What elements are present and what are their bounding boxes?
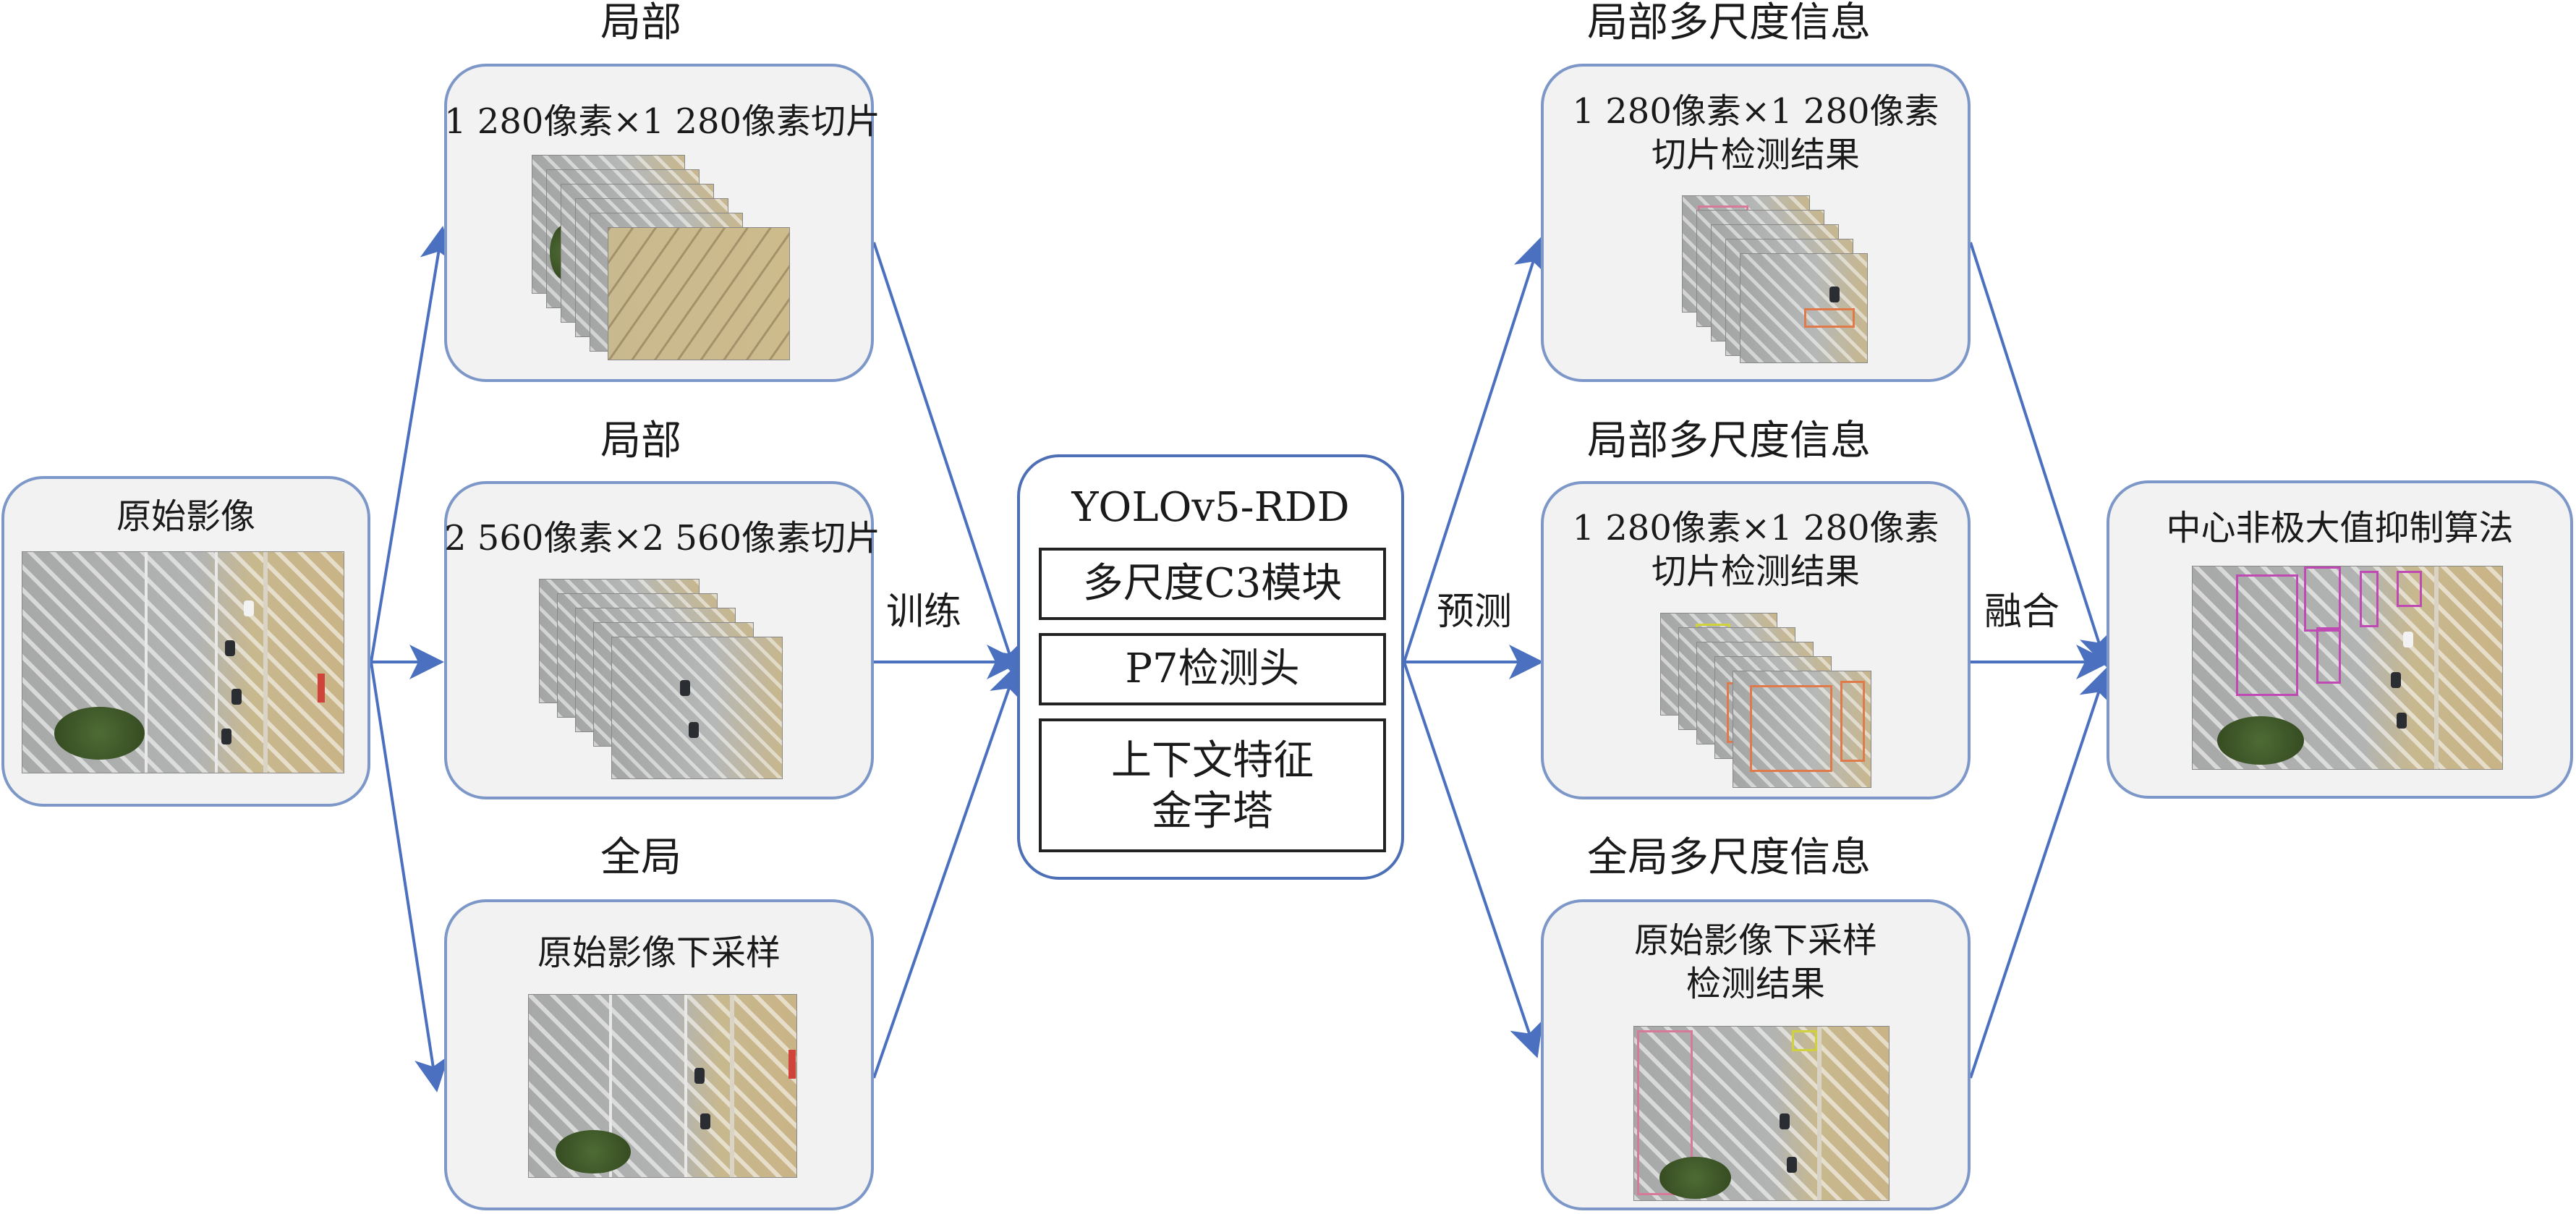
edge-label-fuse: 融合 xyxy=(1984,590,2060,634)
edge-label-predict: 预测 xyxy=(1437,590,1513,634)
original-image-thumbnail xyxy=(22,551,344,773)
slice-thumbnail xyxy=(608,227,790,360)
result-global-header: 全局多尺度信息 xyxy=(1587,834,1871,881)
module-p7-head: P7检测头 xyxy=(1039,633,1386,705)
global-downsample-thumbnail xyxy=(528,994,797,1178)
edge-label-train: 训练 xyxy=(886,590,962,634)
model-title: YOLOv5-RDD xyxy=(1071,484,1350,531)
module-multiscale-c3: 多尺度C3模块 xyxy=(1039,548,1386,620)
arrow-original-to-local1280 xyxy=(370,226,455,663)
slice-thumbnail xyxy=(611,637,783,779)
global-caption: 原始影像下采样 xyxy=(537,933,781,973)
original-image-caption: 原始影像 xyxy=(116,496,255,537)
arrow-model-to-result3 xyxy=(1403,661,1543,1058)
module-context-feature-pyramid: 上下文特征 金字塔 xyxy=(1039,718,1386,852)
result-local-1-header: 局部多尺度信息 xyxy=(1587,0,1871,46)
local-1280-caption: 1 280像素×1 280像素切片 xyxy=(444,101,881,142)
result-local-1-caption: 1 280像素×1 280像素 切片检测结果 xyxy=(1572,91,1939,175)
arrow-result1-to-nms xyxy=(1969,242,2113,668)
local-2560-header: 局部 xyxy=(600,417,681,464)
arrow-original-to-global xyxy=(370,661,449,1092)
arrow-local1280-to-model xyxy=(872,242,1024,679)
result-local-2-caption: 1 280像素×1 280像素 切片检测结果 xyxy=(1572,508,1939,592)
result-global-thumbnail xyxy=(1633,1026,1890,1201)
arrow-result3-to-nms xyxy=(1969,667,2113,1079)
center-nms-caption: 中心非极大值抑制算法 xyxy=(2166,508,2514,548)
arrow-global-to-model xyxy=(872,663,1023,1079)
detection-slice xyxy=(1740,253,1868,363)
arrow-model-to-result1 xyxy=(1403,237,1547,663)
result-local-2-header: 局部多尺度信息 xyxy=(1587,417,1871,464)
detection-slice xyxy=(1733,671,1871,788)
global-header: 全局 xyxy=(600,834,681,881)
local-1280-header: 局部 xyxy=(600,0,681,46)
fused-result-thumbnail xyxy=(2192,566,2503,770)
result-global-caption: 原始影像下采样 检测结果 xyxy=(1633,920,1877,1004)
local-2560-caption: 2 560像素×2 560像素切片 xyxy=(444,518,881,559)
